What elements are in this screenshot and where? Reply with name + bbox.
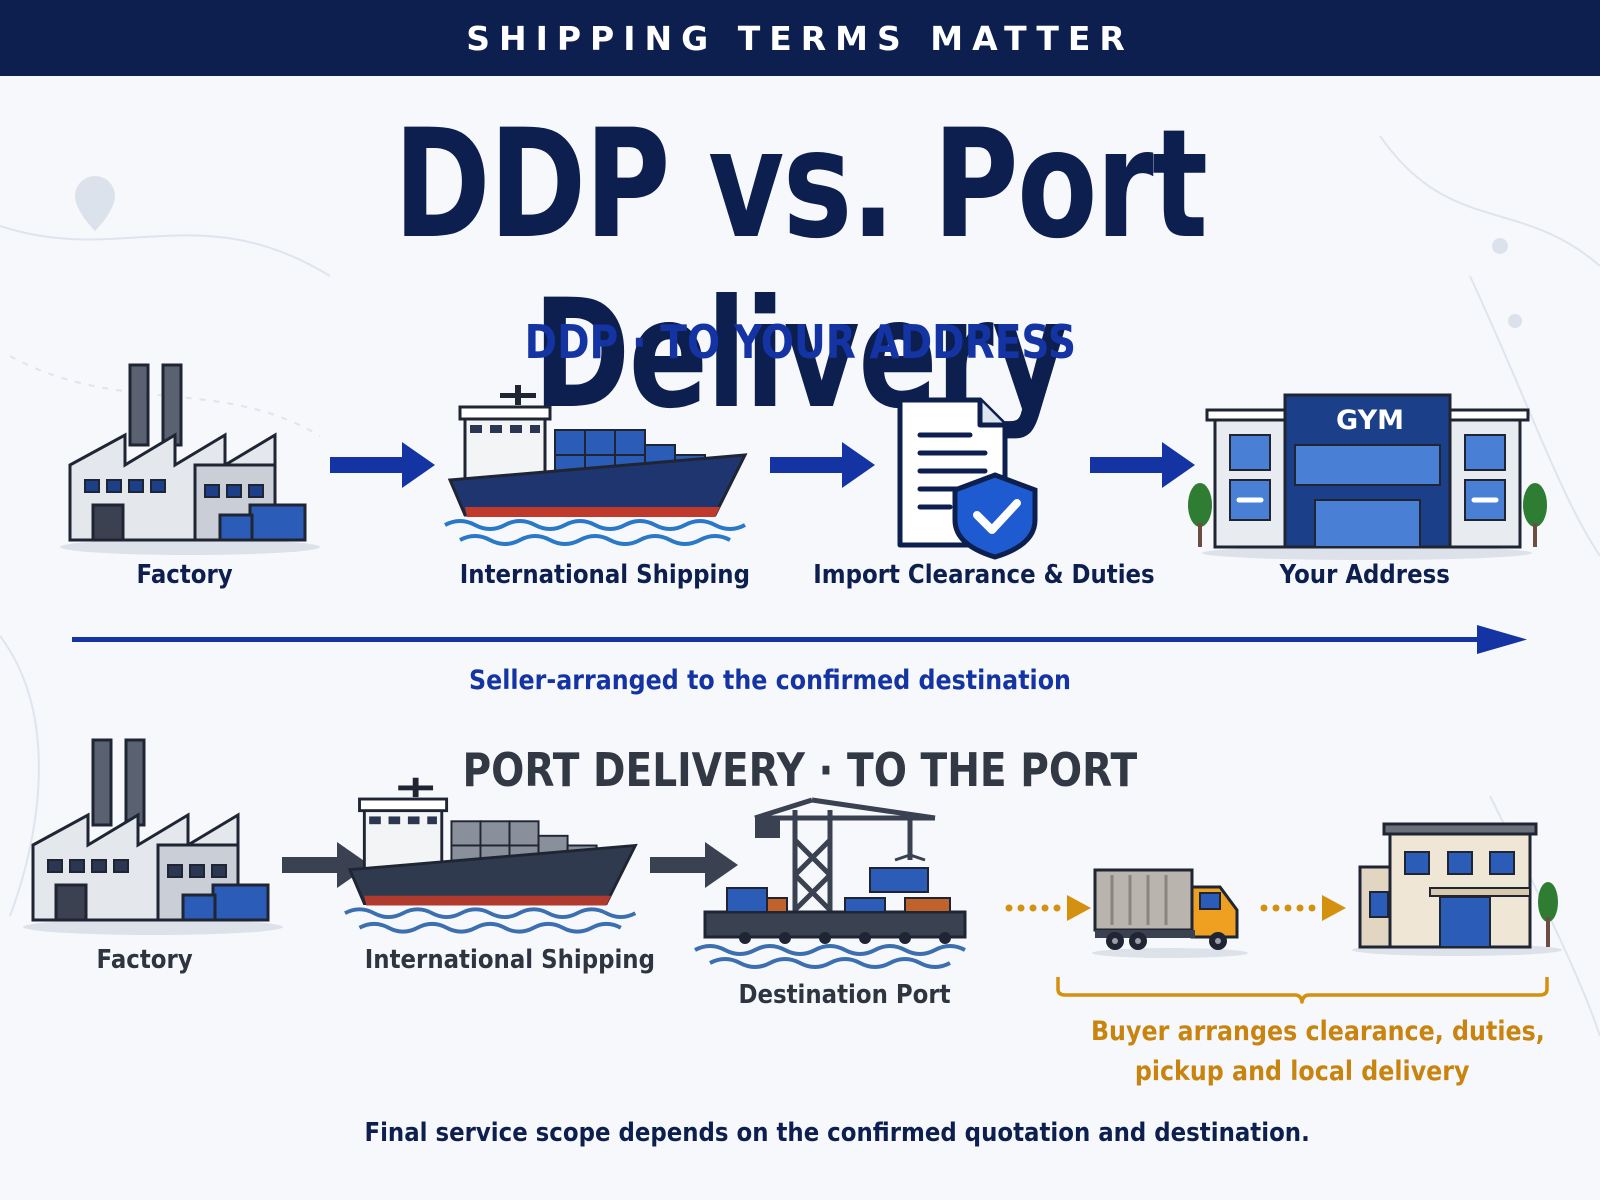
ddp-heading: DDP · TO YOUR ADDRESS	[524, 315, 1076, 369]
gym-building-icon	[1188, 393, 1547, 560]
cargo-ship-icon	[344, 777, 638, 934]
buyer-caption: Buyer arranges clearance, duties, pickup…	[1090, 1016, 1545, 1087]
background-map	[0, 135, 1600, 1037]
document-shield-icon	[897, 397, 1038, 560]
buyer-scope-bracket	[1056, 977, 1549, 1004]
banner-text: SHIPPING TERMS MATTER	[466, 18, 1134, 58]
gym-sign: GYM	[1336, 405, 1404, 436]
step-label: Your Address	[1279, 560, 1451, 590]
factory-icon	[23, 738, 283, 935]
step-label: Factory	[136, 560, 234, 590]
scope-arrow	[72, 625, 1527, 654]
top-banner: SHIPPING TERMS MATTER	[0, 0, 1600, 76]
arrow-right-icon	[770, 442, 875, 488]
ddp-caption: Seller-arranged to the confirmed destina…	[469, 665, 1071, 696]
step-label: Factory	[96, 945, 194, 975]
page-title: DDP vs. Port Delivery	[393, 98, 1208, 442]
arrow-right-icon	[330, 442, 435, 488]
truck-icon	[1092, 868, 1248, 958]
building-icon	[1352, 822, 1562, 956]
step-label: Import Clearance & Duties	[813, 560, 1155, 590]
step-label: Destination Port	[738, 980, 952, 1010]
arrow-right-icon	[1090, 442, 1195, 488]
factory-icon	[60, 363, 320, 555]
step-label: International Shipping	[364, 945, 655, 975]
footnote: Final service scope depends on the confi…	[364, 1118, 1310, 1148]
cargo-ship-icon	[444, 385, 748, 546]
arrow-right-icon	[282, 842, 370, 888]
port-heading: PORT DELIVERY · TO THE PORT	[462, 743, 1138, 797]
dotted-arrow-icon	[1260, 895, 1346, 921]
dotted-arrow-icon	[1005, 895, 1091, 921]
arrow-right-icon	[650, 842, 738, 888]
step-label: International Shipping	[459, 560, 750, 590]
port-crane-icon	[694, 797, 967, 969]
